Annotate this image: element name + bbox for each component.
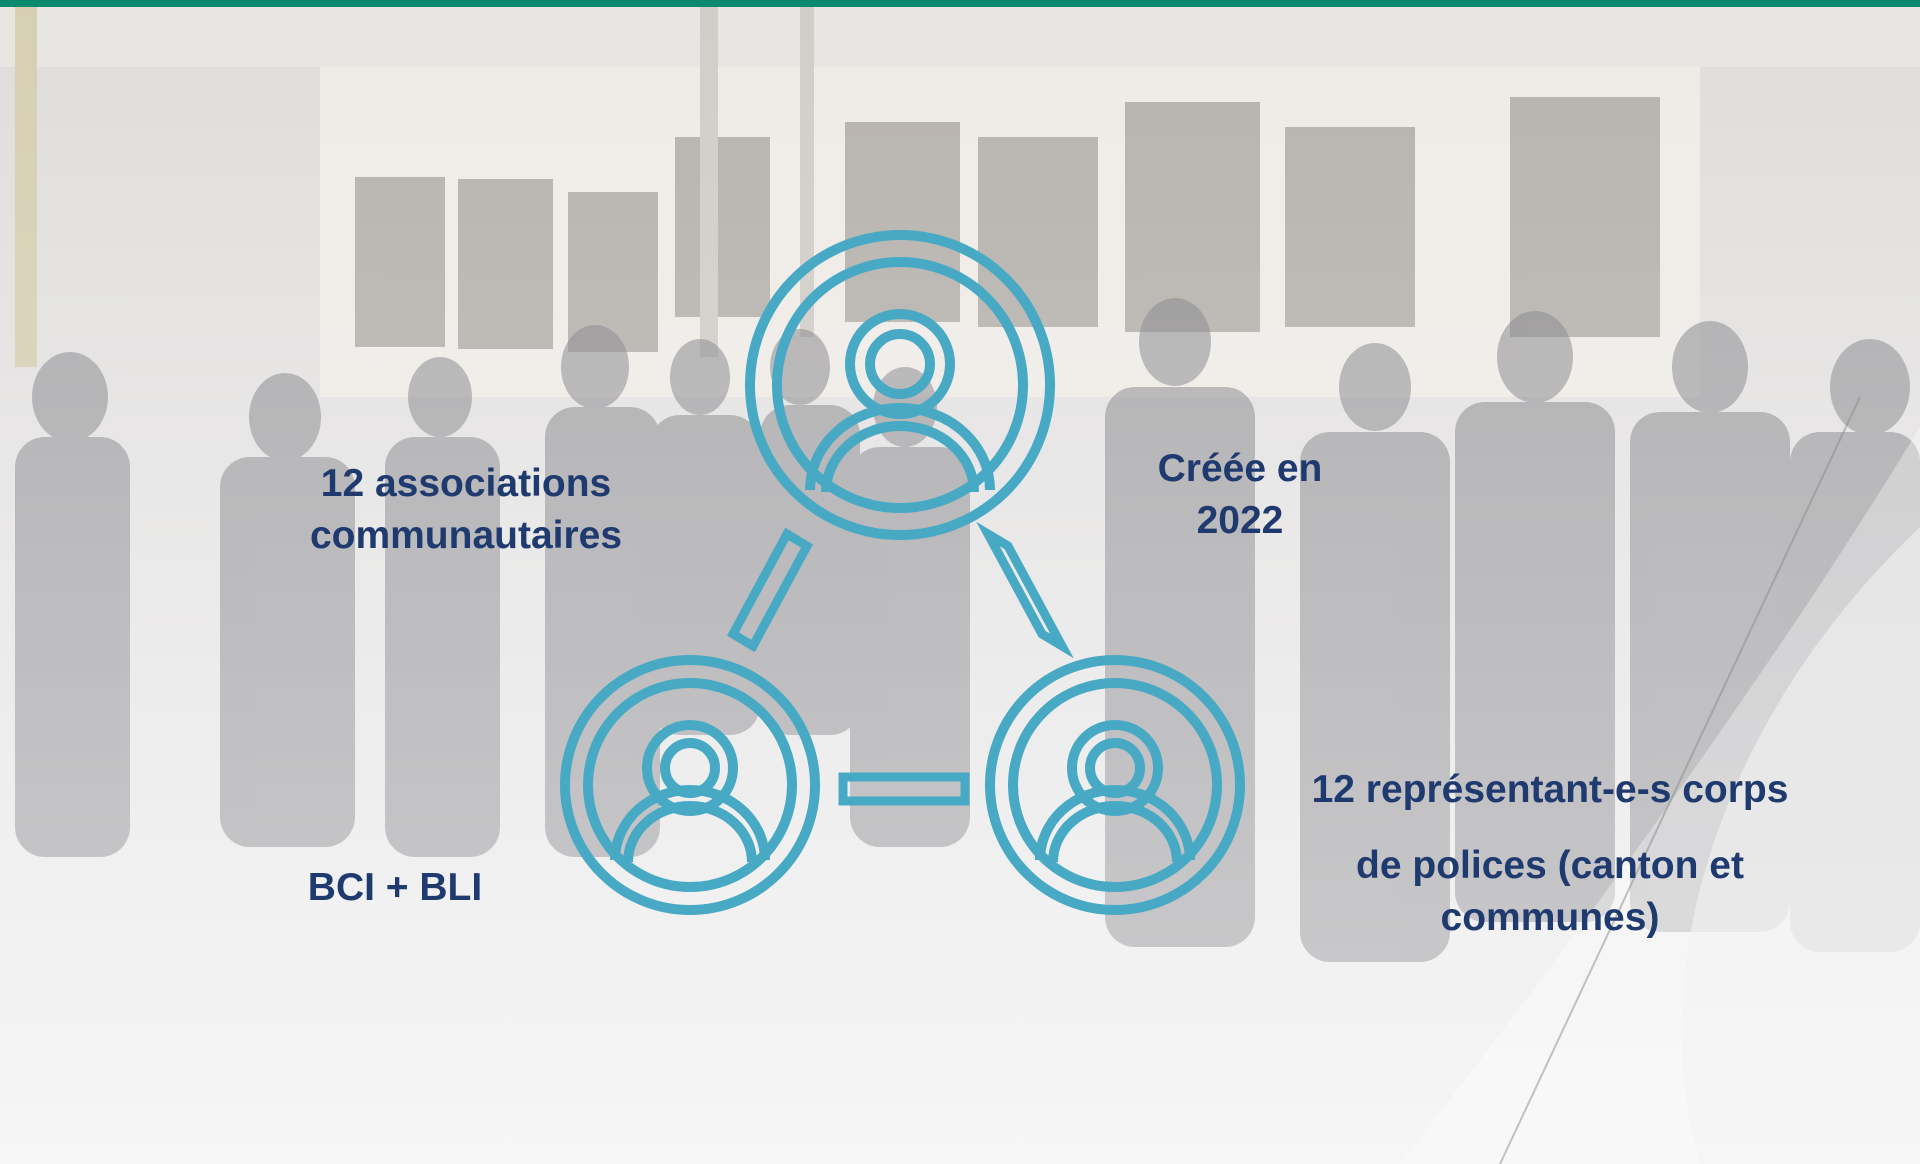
label-associations: 12 associations communautaires [309,462,623,557]
connector-bottom [838,772,970,806]
network-connectors [726,521,1074,806]
label-bci-bli: BCI + BLI [307,866,483,909]
person-icon-top [745,230,1055,540]
connector-top-right [976,521,1074,659]
label-police: 12 représentant-e-s corps de polices (ca… [1311,768,1789,939]
label-created: Créée en 2022 [1157,447,1323,542]
person-icon-bottom-right [985,655,1245,915]
top-accent-bar [0,0,1920,7]
connector-top-left [726,527,814,653]
person-icon-bottom-left [560,655,820,915]
